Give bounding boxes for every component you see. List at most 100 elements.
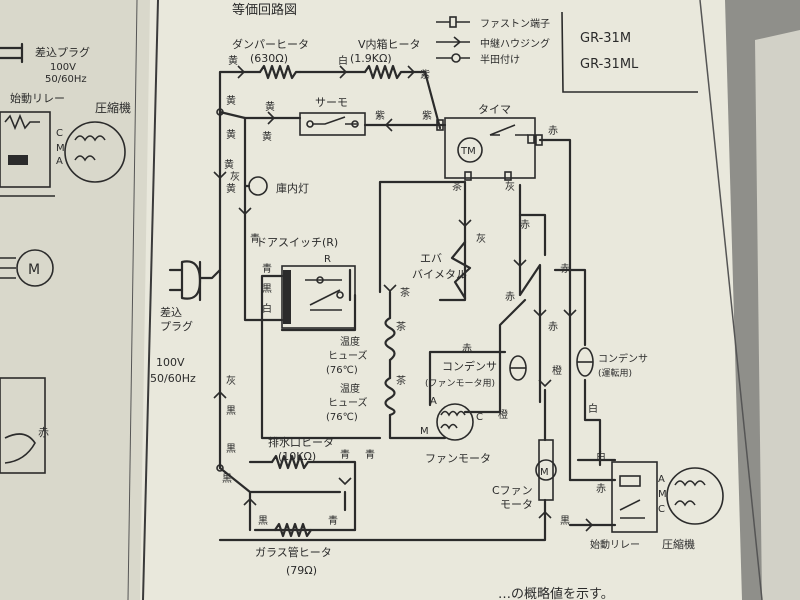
left-sheet-edge-line [127, 0, 138, 600]
fan-motor-circle [436, 403, 474, 441]
compressor-label: 圧縮機 [662, 537, 695, 551]
bimetal-symbol [450, 240, 472, 300]
damper-heater-label: ダンパーヒータ [232, 37, 309, 51]
relay-marker [538, 510, 552, 519]
wire-v-to-timer [402, 70, 442, 130]
door-switch-terminal-2 [336, 291, 344, 299]
wire-label-yellow: 黄 [228, 54, 238, 67]
wire-label-red: 赤 [505, 291, 515, 303]
sheet-edge-right [699, 0, 763, 600]
wire-bottom-return [218, 498, 547, 542]
damper-heater: ダンパーヒータ (630Ω) [232, 37, 309, 80]
left-compressor-label: 圧縮機 [95, 100, 131, 115]
plug-body [180, 260, 202, 300]
wire-label-red: 赤 [520, 219, 530, 231]
left-terminal-m: M [56, 143, 65, 154]
bimetal-label-1: エバ [420, 252, 442, 265]
wire-label-yellow: 黄 [226, 182, 236, 195]
v-heater-label: V内箱ヒータ [358, 37, 421, 51]
start-relay: 始動リレー [590, 461, 658, 551]
door-switch: ドアスイッチ(R) R [256, 236, 356, 329]
wire-label-black: 黒 [226, 405, 236, 417]
c-fan-motor: M Cファン モータ [492, 439, 557, 511]
left-relay-element [8, 155, 28, 165]
compressor-circle [666, 467, 724, 525]
wire-fuse2-to-fan [388, 413, 447, 440]
run-cap-label-1: コンデンサ [598, 352, 648, 365]
lamp-label: 庫内灯 [276, 181, 309, 195]
faston-marker [436, 119, 444, 131]
drain-heater-label: 排水口ヒータ [268, 435, 334, 449]
door-switch-label: ドアスイッチ(R) [256, 236, 338, 249]
wire-top-left [218, 70, 262, 114]
glass-heater: ガラス管ヒータ (79Ω) [255, 522, 332, 577]
left-compressor-circle [64, 121, 126, 183]
thermo-terminal-1 [306, 120, 314, 128]
left-start-relay-label: 始動リレー [10, 91, 65, 105]
fan-cap-label-1: コンデンサ [442, 359, 497, 373]
left-motor-m: M [28, 262, 40, 278]
glass-heater-label: ガラス管ヒータ [255, 545, 332, 559]
wire-label-brown: 茶 [400, 286, 410, 299]
relay-marker [585, 518, 594, 532]
model-box-border [561, 11, 698, 93]
relay-marker [533, 309, 547, 318]
fan-cap-label-2: (ファンモータ用) [425, 378, 495, 389]
relay-marker [563, 309, 577, 318]
wire-label-black: 黒 [222, 473, 232, 485]
fan-motor-terminal-c: C [476, 412, 483, 423]
wire-label-black: 黒 [262, 283, 272, 295]
wire-label-red: 赤 [548, 321, 558, 333]
wiring [198, 70, 617, 542]
left-lower-wire [4, 433, 36, 464]
glass-heater-resistor [273, 522, 313, 538]
compressor-terminal-a: A [658, 474, 665, 485]
wire-label-orange: 橙 [552, 364, 562, 377]
relay-marker [238, 207, 252, 216]
wire-label-blue: 青 [250, 232, 260, 245]
left-terminal-a: A [56, 156, 63, 167]
legend-solder-label: 半田付け [480, 53, 520, 66]
compressor-terminal-c: C [658, 504, 665, 515]
fan-motor-coil [440, 410, 466, 430]
c-fan-m: M [540, 467, 549, 478]
drain-heater: 排水口ヒータ (10KΩ) [248, 435, 342, 470]
start-relay-label: 始動リレー [590, 538, 640, 551]
wire-red-cap [553, 268, 587, 347]
v-heater-value: (1.9KΩ) [350, 52, 392, 65]
start-relay-ptc [619, 475, 641, 487]
lamp: 庫内灯 [243, 176, 309, 196]
wire-label-blue: 青 [365, 448, 375, 461]
timer-faston-3 [527, 134, 535, 144]
wire-label-red: 赤 [548, 125, 558, 137]
left-panel: 差込プラグ 100V 50/60Hz 始動リレー C M A 圧縮機 M 赤 [0, 42, 131, 474]
relay-marker [338, 477, 352, 486]
wire-label-brown: 茶 [396, 374, 406, 387]
wire-label-black: 黒 [258, 515, 268, 527]
c-fan-label-1: Cファン [492, 484, 533, 497]
left-supply-voltage: 100V [50, 62, 76, 73]
diagram-title: 等価回路図 [232, 2, 297, 18]
thermo-box [299, 112, 366, 136]
legend: ファストン端子 中継ハウジング 半田付け [436, 16, 550, 66]
compressor-terminal-m: M [658, 489, 667, 500]
compressor-coil [674, 480, 706, 507]
fuse-2-symbol [384, 376, 396, 417]
thermo-contact [312, 116, 357, 125]
sheet-edge-left [142, 0, 159, 600]
timer-faston-2 [504, 171, 512, 181]
wire-red-mid [518, 213, 547, 257]
fan-capacitor: コンデンサ (ファンモータ用) [425, 355, 527, 389]
wire-label-black: 黒 [560, 515, 570, 527]
damper-heater-resistor [258, 64, 302, 80]
v-heater: V内箱ヒータ (1.9KΩ) [350, 37, 421, 80]
c-fan-body [538, 439, 554, 501]
wire-timer-right [518, 183, 542, 404]
relay-marker [339, 65, 348, 79]
plug: 差込 プラグ 100V 50/60Hz [150, 260, 202, 385]
relay-housing-icon [436, 36, 470, 48]
plug-label-2: プラグ [160, 319, 193, 333]
wire-label-gray: 灰 [505, 180, 515, 193]
